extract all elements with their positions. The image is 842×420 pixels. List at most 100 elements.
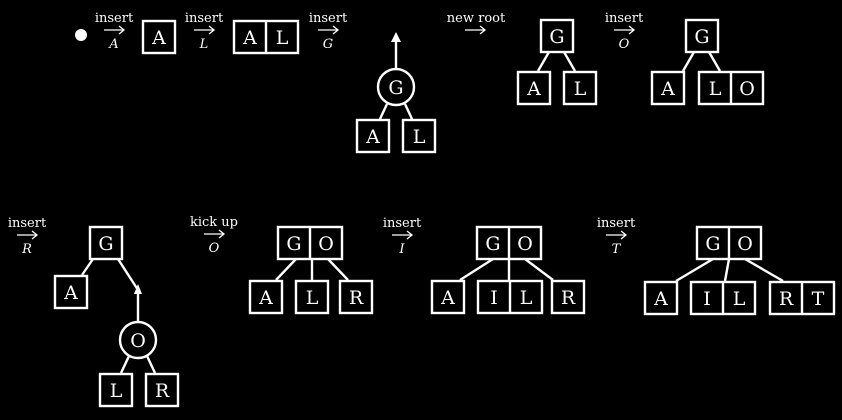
op-insert-i: insert I — [383, 216, 422, 257]
op-insert-r: insert R — [8, 216, 47, 257]
tree-node-s3-circle: G — [376, 67, 416, 107]
node-box — [53, 274, 89, 310]
node-key: A — [440, 287, 455, 309]
right-arrow-icon — [194, 25, 216, 35]
edge — [403, 103, 414, 120]
node-key: O — [737, 233, 753, 255]
tree-node-s7-c2: L — [294, 279, 330, 315]
node-key: O — [739, 78, 755, 100]
node-key: A — [653, 288, 668, 310]
node-key: R — [561, 287, 576, 309]
node-box — [355, 118, 391, 154]
tree-node-s6-circle: O — [118, 320, 158, 360]
node-key: A — [526, 78, 541, 100]
right-arrow-icon — [17, 230, 39, 240]
tree-node-s6-root: G — [88, 225, 124, 261]
edge — [459, 257, 494, 282]
op-word: insert — [8, 216, 47, 231]
op-arg: R — [21, 242, 32, 257]
node-box — [401, 118, 437, 154]
node-key: A — [63, 282, 78, 304]
node-key: L — [520, 287, 533, 309]
node-box — [684, 18, 720, 54]
tree-node-s8-c3: R — [550, 279, 586, 315]
op-new-root: new root — [447, 11, 506, 35]
op-kick-up-o: kick up O — [190, 215, 238, 256]
op-arg: O — [209, 241, 220, 256]
op-arg: I — [398, 242, 405, 257]
tree-node-s6-circle-left: L — [98, 372, 134, 408]
op-insert-a: insert A — [95, 11, 134, 52]
op-word: insert — [383, 216, 422, 231]
node-key: G — [549, 26, 564, 48]
edge — [536, 51, 551, 72]
node-key: O — [318, 233, 334, 255]
node-key: R — [779, 288, 794, 310]
edge — [681, 51, 696, 72]
node-key: G — [485, 233, 500, 255]
right-arrow-icon — [318, 25, 340, 35]
tree-node-s6-circle-right: R — [144, 372, 180, 408]
edge — [81, 258, 94, 276]
node-key: A — [660, 78, 675, 100]
op-arg: L — [199, 37, 209, 52]
tree-node-s8-c1: A — [430, 279, 466, 315]
edge — [707, 51, 722, 72]
tree-node-s1-leaf: A — [141, 19, 177, 55]
edge — [327, 258, 349, 281]
node-key: T — [812, 288, 825, 310]
node-box — [550, 279, 586, 315]
tree-edges — [81, 32, 784, 374]
node-box — [338, 279, 374, 315]
op-word: insert — [309, 11, 348, 26]
node-key: L — [733, 288, 746, 310]
node-key: L — [306, 287, 319, 309]
node-box — [294, 279, 330, 315]
node-key: O — [517, 233, 533, 255]
right-arrow-icon — [392, 230, 414, 240]
tree-node-s3-right: L — [401, 118, 437, 154]
node-box — [430, 279, 466, 315]
op-arg: G — [323, 37, 333, 52]
node-box — [539, 18, 575, 54]
op-insert-t: insert T — [597, 216, 636, 257]
node-key: R — [155, 380, 170, 402]
op-insert-o: insert O — [605, 11, 644, 52]
node-key: G — [98, 233, 113, 255]
tree-node-s6-left: A — [53, 274, 89, 310]
edge — [744, 257, 784, 283]
node-key: R — [349, 287, 364, 309]
node-key: G — [388, 77, 403, 99]
empty-tree-dot — [75, 29, 87, 41]
op-word: insert — [95, 11, 134, 26]
node-key: L — [709, 78, 722, 100]
op-word: kick up — [190, 215, 238, 230]
edge — [275, 258, 297, 281]
right-arrow-icon — [614, 25, 636, 35]
tree-node-s5-root: G — [684, 18, 720, 54]
tree-node-s4-left: A — [516, 70, 552, 106]
node-key: L — [574, 78, 587, 100]
tree-node-s4-right: L — [562, 70, 598, 106]
tree-node-s5-left: A — [650, 70, 686, 106]
right-arrow-icon — [204, 229, 226, 239]
op-word: insert — [605, 11, 644, 26]
edge — [723, 258, 731, 282]
node-box — [144, 372, 180, 408]
op-arg: O — [619, 37, 630, 52]
node-key: L — [276, 27, 289, 49]
edge — [119, 355, 131, 374]
op-word: insert — [185, 11, 224, 26]
node-box — [98, 372, 134, 408]
op-word: insert — [597, 216, 636, 231]
node-key: A — [258, 287, 273, 309]
node-box — [516, 70, 552, 106]
node-key: L — [110, 380, 123, 402]
